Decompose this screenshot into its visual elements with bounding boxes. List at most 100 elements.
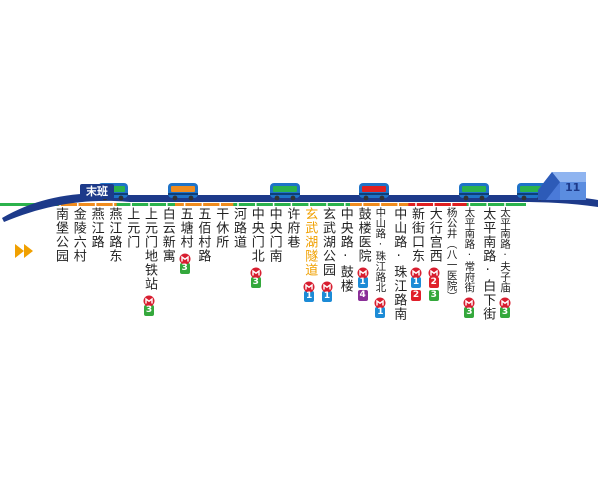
metro-transfer: 1 (320, 278, 334, 304)
stop-name[interactable]: 五佰村路 (195, 207, 211, 263)
stop-tick (77, 202, 79, 207)
metro-logo-icon (179, 250, 191, 265)
stop-tick (415, 202, 417, 207)
stop-name[interactable]: 南堡公园 (53, 207, 68, 263)
stop-name[interactable]: 许府巷 (284, 207, 300, 249)
stop-tick (290, 202, 293, 207)
stop-name[interactable]: 中央门南 (266, 207, 282, 263)
metro-line-badge: 1 (304, 291, 315, 302)
stop-name[interactable]: 河路道 (231, 207, 246, 249)
bus-icon (359, 183, 389, 201)
stop-name[interactable]: 太平南路·常府街 (463, 207, 476, 293)
track-segment (175, 203, 235, 206)
stop-name[interactable]: 鼓楼医院 (355, 207, 371, 263)
stop-name[interactable]: 中央路·鼓楼 (337, 207, 353, 293)
track-segment (58, 203, 118, 206)
metro-line-badge: 1 (411, 277, 421, 288)
stop-name[interactable]: 新街口东 (409, 207, 424, 263)
metro-logo-icon (321, 278, 333, 293)
stop-name[interactable]: 上元门地铁站 (142, 207, 157, 291)
metro-logo-icon (463, 294, 475, 308)
stop-tick (308, 202, 310, 207)
stop-name[interactable]: 太平南路·白下街 (480, 207, 496, 321)
metro-line-badge: 4 (357, 290, 368, 301)
stop-name[interactable]: 杨公井（八一医院） (445, 207, 458, 302)
depot-building-icon (538, 172, 586, 200)
stop-tick (361, 202, 364, 207)
stop-tick (504, 202, 506, 207)
metro-transfer: 3 (498, 294, 512, 320)
track-segment (233, 203, 293, 206)
stop-tick (433, 202, 435, 207)
stop-tick (183, 202, 186, 207)
stop-tick (94, 202, 97, 207)
metro-logo-icon (357, 264, 369, 279)
stop-name[interactable]: 大行宫西 (426, 207, 442, 263)
track-segment (466, 203, 526, 206)
metro-transfer: 3 (142, 292, 156, 318)
stop-name[interactable]: 五塘村 (177, 207, 193, 249)
metro-line-badge: 3 (500, 306, 510, 318)
stop-tick (468, 202, 471, 207)
stop-name[interactable]: 白云新寓 (159, 207, 175, 263)
double-chevron-right-icon (15, 244, 33, 258)
bus-icon (270, 183, 300, 201)
stop-tick (272, 202, 275, 207)
metro-line-badge: 2 (411, 290, 421, 301)
depot-number: 11 (565, 181, 581, 194)
metro-line-badge: 3 (464, 306, 475, 318)
metro-line-badge: 2 (428, 277, 439, 288)
track-segment (0, 203, 60, 206)
metro-transfer: 1 (302, 278, 316, 304)
stop-name[interactable]: 燕江路 (88, 207, 104, 249)
stop-tick (450, 202, 453, 207)
track-segment (291, 203, 351, 206)
current-stop-name[interactable]: 玄武湖隧道 (302, 207, 318, 277)
stop-name[interactable]: 中山路·珠江路南 (391, 207, 407, 321)
metro-transfer: 3 (249, 264, 263, 290)
stop-tick (166, 202, 168, 207)
stop-name[interactable]: 玄武湖公园 (320, 207, 335, 277)
stop-tick (344, 202, 346, 207)
metro-transfer: 1 (373, 294, 387, 320)
stop-tick (130, 202, 132, 207)
stop-name[interactable]: 太平南路·夫子庙 (499, 207, 511, 293)
stop-tick (326, 202, 328, 207)
stop-tick (148, 202, 150, 207)
track-segment (116, 203, 176, 206)
metro-logo-icon (428, 264, 440, 279)
metro-line-badge: 3 (144, 305, 154, 316)
stop-tick (255, 202, 257, 207)
stop-tick (379, 202, 382, 207)
metro-logo-icon (410, 264, 422, 279)
bus-icon (459, 183, 489, 201)
stop-name[interactable]: 上元门 (124, 207, 140, 249)
metro-logo-icon (143, 292, 155, 307)
metro-line-badge: 1 (357, 277, 368, 288)
stop-name[interactable]: 中山路·珠江路北 (374, 207, 387, 293)
stop-tick (201, 202, 204, 207)
stop-tick (397, 202, 399, 207)
metro-transfer: 3 (462, 294, 476, 320)
metro-line-badge: 3 (250, 277, 261, 288)
stop-name[interactable]: 燕江路东 (106, 207, 122, 263)
stop-tick (237, 202, 239, 207)
metro-logo-icon (303, 278, 315, 293)
stop-tick (112, 202, 115, 207)
metro-transfer: 3 (178, 250, 192, 276)
stop-name[interactable]: 中央门北 (248, 207, 264, 263)
stop-name[interactable]: 金陵六村 (70, 207, 86, 263)
last-bus-label: 末班 (80, 184, 114, 199)
road-band (2, 193, 598, 222)
metro-line-badge: 3 (428, 290, 439, 301)
stop-tick (486, 202, 488, 207)
stop-name[interactable]: 干休所 (213, 207, 229, 249)
metro-line-badge: 3 (179, 263, 190, 274)
track-segment (408, 203, 468, 206)
stop-tick (219, 202, 221, 207)
metro-logo-icon (250, 264, 262, 279)
metro-line-badge: 1 (322, 291, 332, 302)
